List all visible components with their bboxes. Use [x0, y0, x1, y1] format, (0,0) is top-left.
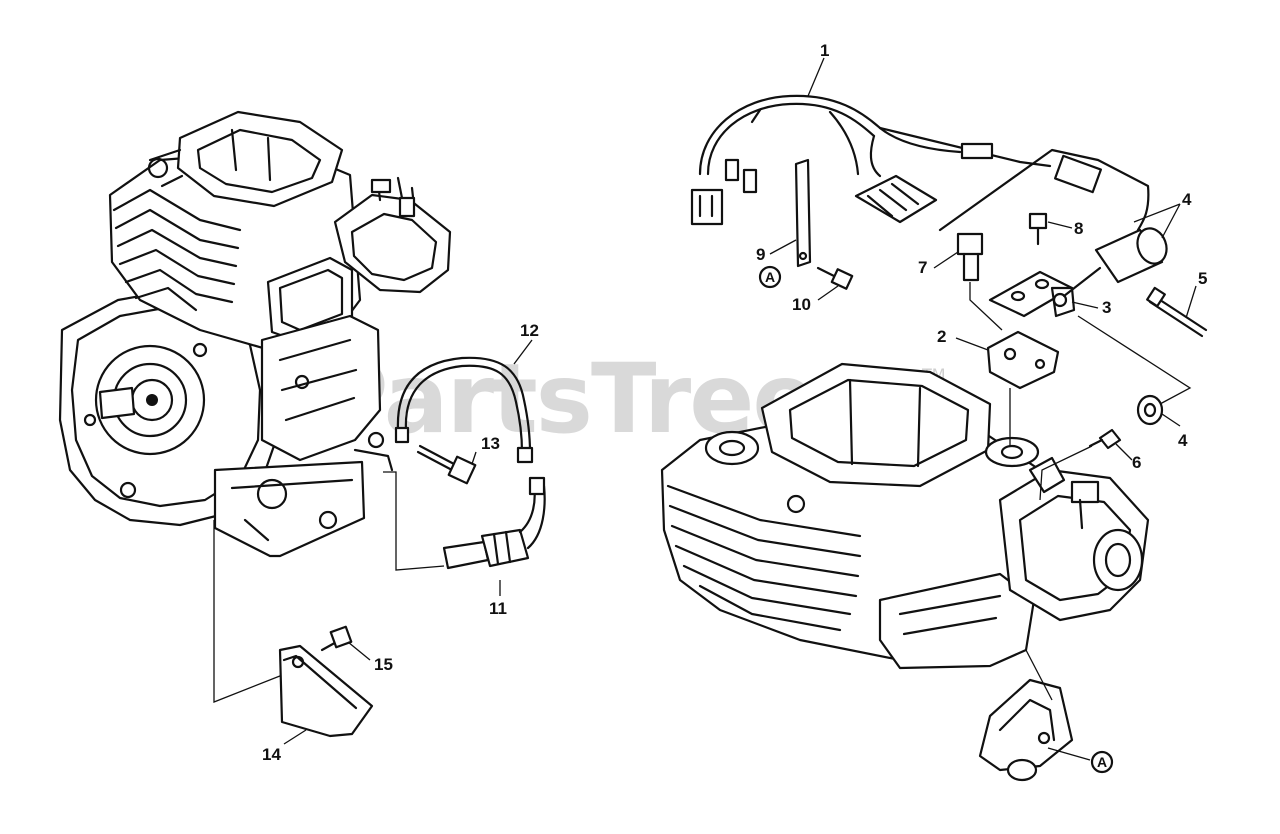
callout-8: 8 — [1074, 219, 1083, 238]
callout-2: 2 — [937, 327, 946, 346]
callout-12: 12 — [520, 321, 539, 340]
callout-1: 1 — [820, 41, 829, 60]
part-5-bolt — [1146, 286, 1208, 338]
callout-15: 15 — [374, 655, 393, 674]
part-4-washer — [1136, 394, 1164, 426]
part-13-bolt — [416, 444, 477, 485]
part-15-bolt — [320, 625, 353, 652]
part-4-coil — [1052, 227, 1168, 308]
reference-circle-a-upper — [758, 265, 782, 289]
part-12-oil-hose — [394, 356, 534, 464]
part-10-screw — [816, 266, 854, 290]
callout-11: 11 — [489, 599, 507, 618]
callout-14: 14 — [262, 745, 281, 764]
engine-assembly-left — [58, 110, 452, 558]
callout-5: 5 — [1198, 269, 1207, 288]
part-1-wire-harness — [690, 94, 1150, 232]
part-8-screw — [1028, 212, 1048, 246]
callout-4-upper: 4 — [1182, 190, 1192, 209]
reference-circle-a-lower — [1090, 750, 1114, 774]
part-14-bracket — [278, 644, 374, 738]
callout-4-lower: 4 — [1178, 431, 1188, 450]
callout-10: 10 — [792, 295, 811, 314]
part-11-oil-switch — [442, 476, 546, 570]
part-9-strap — [794, 158, 812, 268]
reference-a-lower: A — [1097, 754, 1107, 770]
callout-13: 13 — [481, 434, 500, 453]
callout-9: 9 — [756, 245, 765, 264]
reference-a-upper: A — [765, 269, 775, 285]
callout-6: 6 — [1132, 453, 1141, 472]
part-7-bolt — [956, 232, 1003, 331]
callout-7: 7 — [918, 258, 927, 277]
part-2-plate — [986, 330, 1060, 390]
part-6-nozzle — [1088, 428, 1122, 450]
callout-3: 3 — [1102, 298, 1111, 317]
engine-assembly-right — [660, 362, 1150, 782]
